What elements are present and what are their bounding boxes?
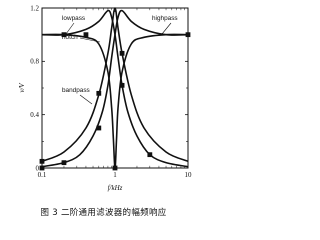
x-axis-title: f/kHz — [108, 184, 123, 192]
data-marker — [147, 152, 153, 158]
bandpass-leader — [79, 94, 93, 105]
data-marker — [61, 32, 67, 38]
data-marker — [39, 158, 45, 164]
x-tick-label: 10 — [185, 171, 193, 179]
series-label-lowpass: lowpass — [62, 15, 85, 22]
data-marker — [119, 50, 125, 56]
y-axis-title: v/V — [18, 83, 26, 93]
y-tick-label: 0.4 — [30, 111, 39, 119]
data-marker — [96, 90, 102, 96]
series-label-highpass: highpass — [152, 15, 178, 22]
data-marker — [96, 125, 102, 131]
y-tick-label: 1.2 — [30, 4, 39, 12]
data-marker — [83, 32, 89, 38]
data-marker — [112, 165, 118, 171]
data-marker — [39, 165, 45, 171]
data-marker — [61, 160, 67, 166]
series-label-bandpass: bandpass — [62, 87, 90, 94]
series-line-notch — [41, 33, 189, 169]
series-label-notch: notch — [62, 34, 78, 41]
y-tick-label: 0 — [36, 164, 40, 172]
series-line-highpass — [41, 9, 189, 168]
lowpass-leader — [65, 22, 75, 35]
y-tick-label: 0.8 — [30, 58, 39, 66]
data-marker — [119, 82, 125, 88]
notch-leader — [79, 37, 101, 43]
x-tick-label: 1 — [113, 171, 117, 179]
data-marker — [185, 32, 191, 38]
figure-caption: 图 3 二阶通用滤波器的幅频响应 — [40, 208, 167, 218]
plot-area: 0 0.4 0.8 1.2 0.1 1 10 f/kHz v/V lowpass highpass n… — [18, 4, 192, 192]
filter-response-figure: 0 0.4 0.8 1.2 0.1 1 10 f/kHz v/V lowpass highpass n… — [18, 4, 192, 192]
highpass-leader — [161, 22, 172, 35]
series-line-bandpass — [41, 7, 189, 163]
x-tick-label: 0.1 — [38, 171, 47, 179]
